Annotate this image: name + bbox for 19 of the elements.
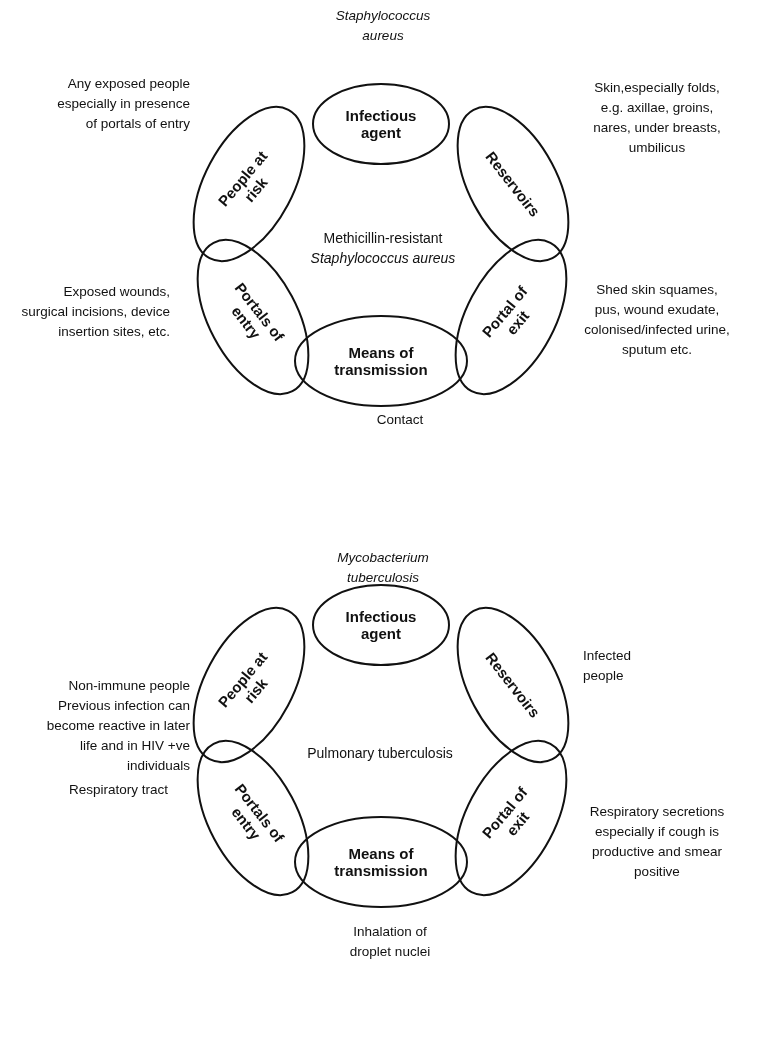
annotation-text: Skin,especially folds, e.g. axillae, groins, nares, under breasts, umbilicus	[592, 79, 722, 157]
node-label: Infectious agent	[344, 107, 418, 141]
node-label: Means of transmission	[333, 344, 429, 378]
annotation-text: Contact	[375, 411, 425, 429]
node-label: Infectious agent	[344, 608, 418, 642]
center-label: Pulmonary tuberculosis	[306, 744, 454, 763]
annotation-text: Staphylococcus aureus	[334, 7, 432, 45]
annotation-text: Any exposed people especially in presence of portals of entry	[56, 75, 190, 133]
annotation-text: Mycobacterium tuberculosis	[336, 549, 430, 587]
annotation-text: Respiratory secretions especially if cough is productive and smear positive	[588, 803, 726, 881]
annotation-text: Respiratory tract	[67, 781, 168, 799]
annotation-text: Previous infection can become reactive in later life and in HIV +ve individuals	[45, 697, 190, 775]
annotation-text: Infected people	[583, 647, 633, 685]
annotation-text: Non-immune people	[67, 677, 190, 695]
center-label: Methicillin-resistant Staphylococcus aureus	[309, 229, 457, 268]
node-label: Means of transmission	[333, 845, 429, 879]
annotation-text: Shed skin squames, pus, wound exudate, colonised/infected urine, sputum etc.	[583, 281, 731, 359]
annotation-text: Inhalation of droplet nuclei	[348, 923, 432, 961]
annotation-text: Exposed wounds, surgical incisions, device insertion sites, etc.	[20, 283, 170, 341]
